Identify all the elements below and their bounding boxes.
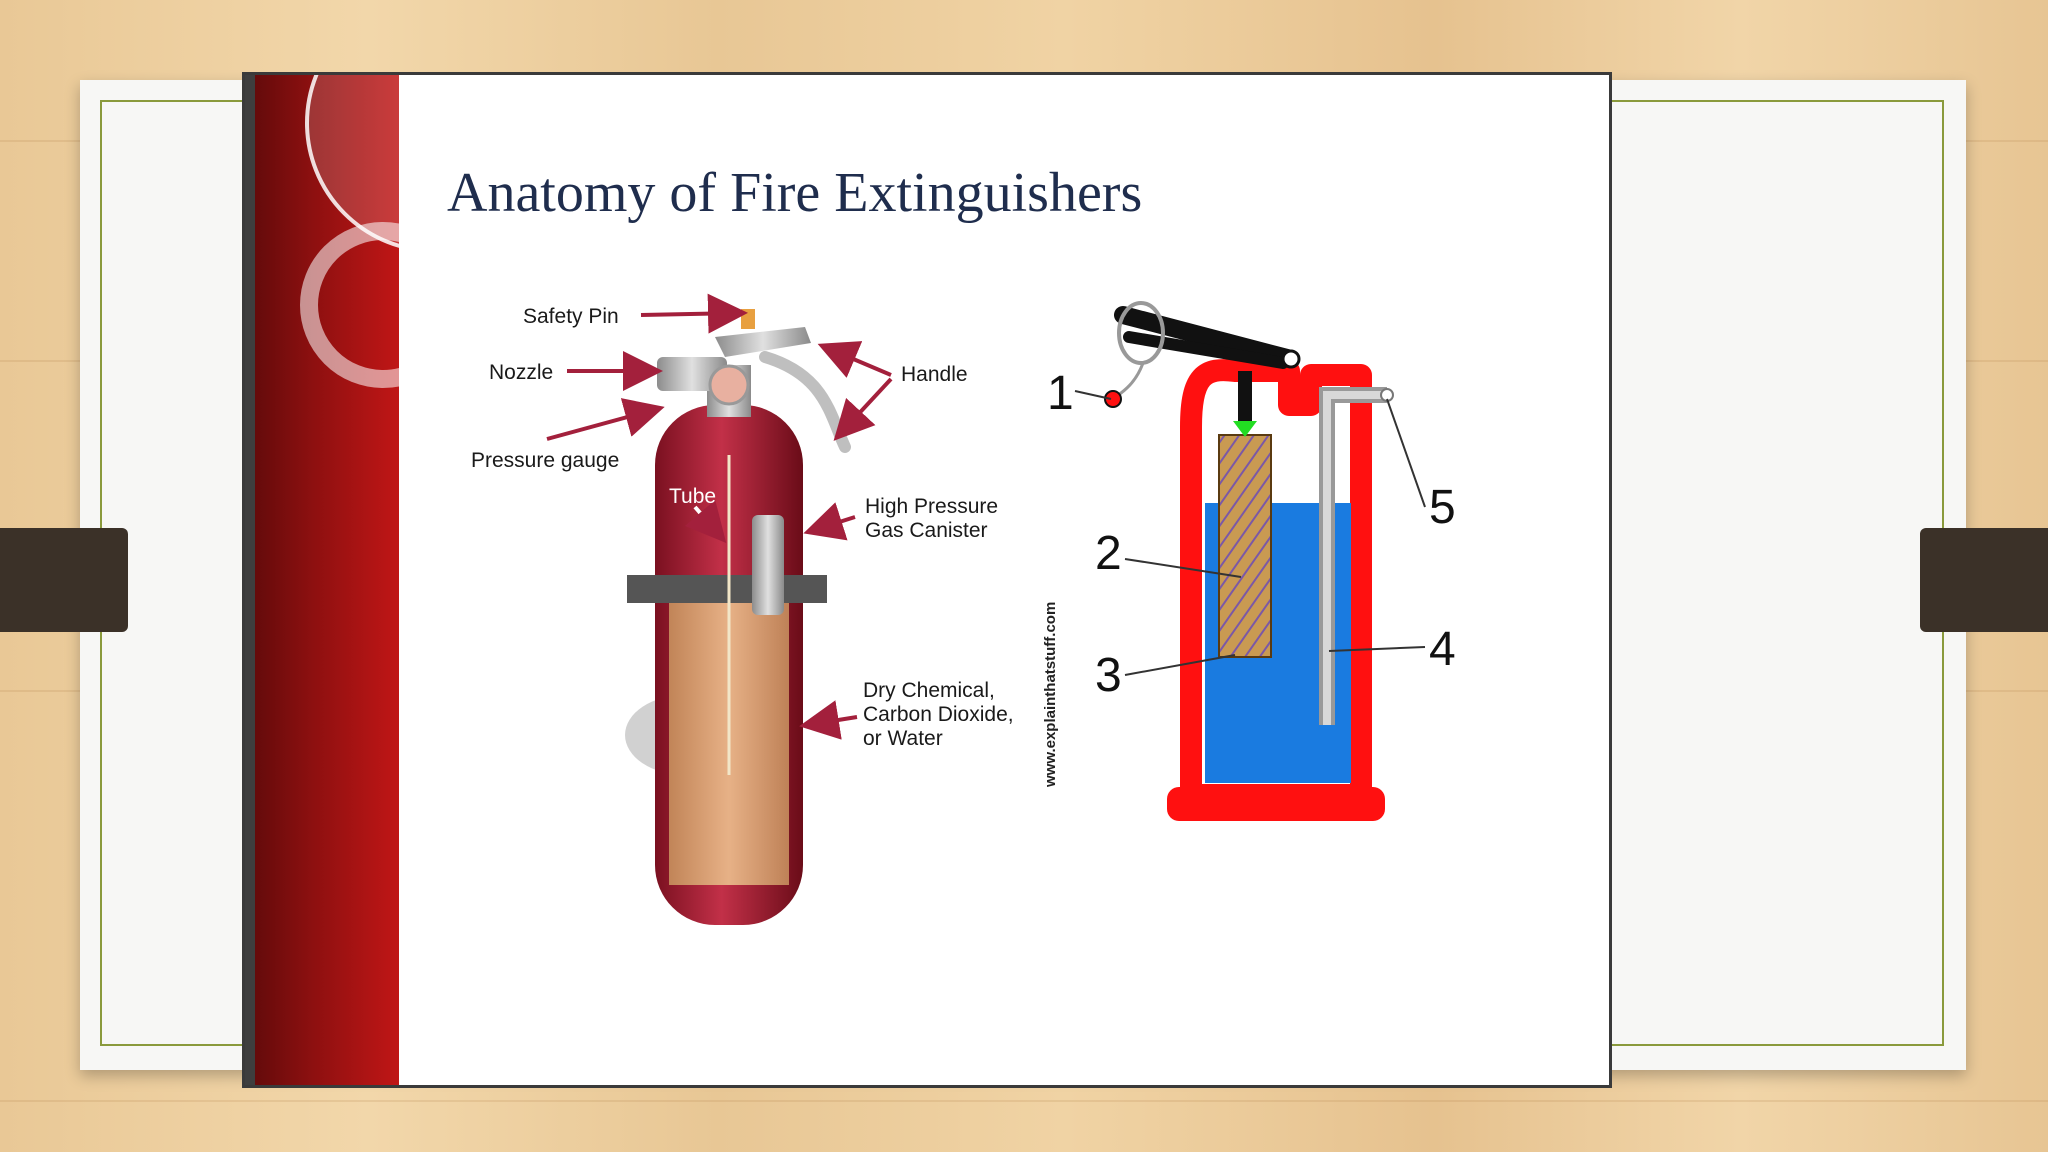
label-handle: Handle <box>901 363 968 386</box>
extinguisher-illustration <box>625 309 851 925</box>
callout-4: 4 <box>1429 623 1456 676</box>
slide-title: Anatomy of Fire Extinguishers <box>447 162 1143 224</box>
schematic-outer-shell <box>1180 359 1372 806</box>
schematic-lever-top <box>1114 306 1300 368</box>
callout-arrows <box>546 293 893 740</box>
label-canister-line1: High Pressure <box>865 495 998 518</box>
schematic-pull-ring <box>1117 301 1165 365</box>
lever-top <box>715 327 811 357</box>
callout-1: 1 <box>1047 367 1074 420</box>
callout-2: 2 <box>1095 527 1122 580</box>
mounting-bracket <box>627 575 827 603</box>
callout-3: 3 <box>1095 649 1122 702</box>
schematic-leader-lines <box>1074 390 1426 676</box>
binder-clip-left <box>0 528 128 632</box>
label-pressure-gauge: Pressure gauge <box>471 449 619 472</box>
band-dark-edge <box>245 75 255 1085</box>
source-watermark: www.explainthatstuff.com <box>1042 602 1059 788</box>
schematic-base <box>1167 787 1385 821</box>
schematic-puncture-pin <box>1233 421 1257 437</box>
label-contents-line2: Carbon Dioxide, <box>863 703 1014 726</box>
label-contents-line3: or Water <box>863 727 943 750</box>
label-safety-pin: Safety Pin <box>523 305 619 328</box>
schematic-gas-cartridge <box>1218 434 1272 658</box>
presentation-slide: Anatomy of Fire Extinguishers <box>242 72 1612 1088</box>
schematic-diagram <box>1104 301 1394 821</box>
gas-canister <box>752 515 784 615</box>
safety-pin-part <box>741 309 755 329</box>
binder-clip-right <box>1920 528 2048 632</box>
callout-5: 5 <box>1429 481 1456 534</box>
label-tube: Tube <box>669 485 716 508</box>
label-canister-line2: Gas Canister <box>865 519 988 542</box>
pressure-gauge-part <box>708 364 750 406</box>
diagram-canvas: Safety Pin Nozzle Handle Pressure gauge … <box>471 293 1456 925</box>
schematic-lever-bottom <box>1123 331 1289 369</box>
label-nozzle: Nozzle <box>489 361 553 384</box>
label-contents-line1: Dry Chemical, <box>863 679 995 702</box>
